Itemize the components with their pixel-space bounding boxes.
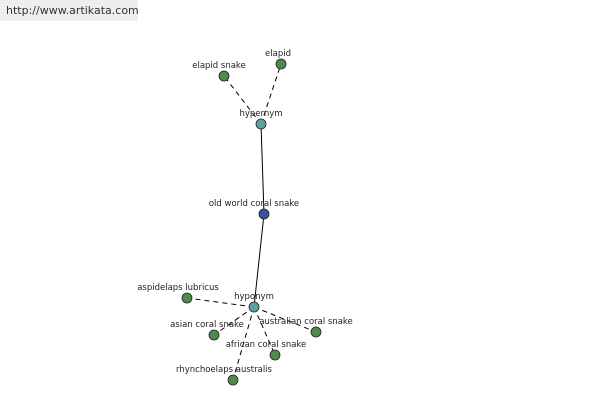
- node-center[interactable]: old world coral snake: [209, 199, 299, 220]
- node-australian-coral-snake[interactable]: australian coral snake: [259, 317, 353, 338]
- node-dot-aspidelaps-lubricus[interactable]: [181, 292, 193, 304]
- graph-edges: [186, 63, 317, 381]
- node-label-elapid: elapid: [265, 49, 291, 59]
- node-label-asian-coral-snake: asian coral snake: [170, 320, 244, 330]
- node-rhynchoelaps-australis[interactable]: rhynchoelaps australis: [176, 365, 273, 386]
- edge-center-hypernym: [260, 123, 265, 215]
- node-dot-african-coral-snake[interactable]: [269, 349, 281, 361]
- edge-hyponym-australian-coral-snake: [253, 306, 317, 333]
- node-label-elapid-snake: elapid snake: [192, 61, 246, 71]
- node-dot-rhynchoelaps-australis[interactable]: [227, 374, 239, 386]
- node-label-center: old world coral snake: [209, 199, 299, 209]
- graph-nodes: old world coral snake hypernym hyponym elap…: [137, 49, 353, 386]
- node-hypernym[interactable]: hypernym: [239, 109, 283, 130]
- node-dot-australian-coral-snake[interactable]: [310, 326, 322, 338]
- node-dot-hypernym[interactable]: [255, 118, 267, 130]
- watermark-url: http://www.artikata.com: [0, 0, 139, 21]
- edge-center-hyponym: [253, 213, 265, 308]
- edge-hypernym-elapid-snake: [223, 75, 262, 125]
- node-label-aspidelaps-lubricus: aspidelaps lubricus: [137, 283, 219, 293]
- node-aspidelaps-lubricus[interactable]: aspidelaps lubricus: [137, 283, 219, 304]
- edge-hyponym-rhynchoelaps-australis: [232, 306, 255, 381]
- node-label-hypernym: hypernym: [239, 109, 282, 119]
- node-elapid-snake[interactable]: elapid snake: [192, 61, 246, 82]
- node-dot-center[interactable]: [258, 208, 270, 220]
- node-dot-hyponym[interactable]: [248, 301, 260, 313]
- node-african-coral-snake[interactable]: african coral snake: [226, 340, 307, 361]
- node-elapid[interactable]: elapid: [265, 49, 291, 70]
- node-label-rhynchoelaps-australis: rhynchoelaps australis: [176, 365, 273, 375]
- edge-hyponym-asian-coral-snake: [213, 306, 255, 336]
- node-dot-elapid[interactable]: [275, 58, 287, 70]
- node-asian-coral-snake[interactable]: asian coral snake: [170, 320, 244, 341]
- edge-hypernym-elapid: [260, 63, 282, 125]
- node-dot-asian-coral-snake[interactable]: [208, 329, 220, 341]
- node-dot-elapid-snake[interactable]: [218, 70, 230, 82]
- node-label-australian-coral-snake: australian coral snake: [259, 317, 353, 327]
- node-label-african-coral-snake: african coral snake: [226, 340, 307, 350]
- node-hyponym[interactable]: hyponym: [234, 292, 274, 313]
- node-label-hyponym: hyponym: [234, 292, 274, 302]
- edge-hyponym-aspidelaps-lubricus: [186, 297, 255, 308]
